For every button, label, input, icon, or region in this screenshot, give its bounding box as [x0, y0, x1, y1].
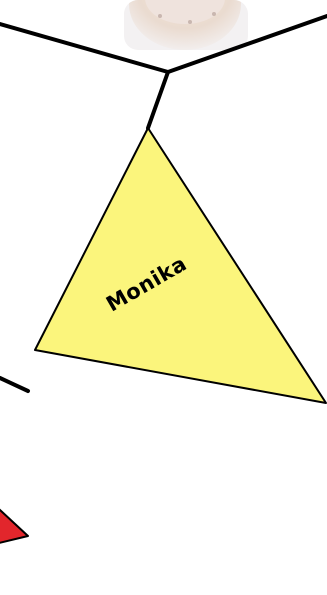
edge-left-stub: [0, 378, 28, 391]
node-monika[interactable]: Monika: [35, 128, 326, 403]
top-photo-avatar[interactable]: [124, 0, 248, 50]
node-red-triangle[interactable]: [0, 490, 28, 550]
edge-junction-to-monika: [148, 72, 168, 128]
red-triangle-shape: [0, 490, 28, 550]
